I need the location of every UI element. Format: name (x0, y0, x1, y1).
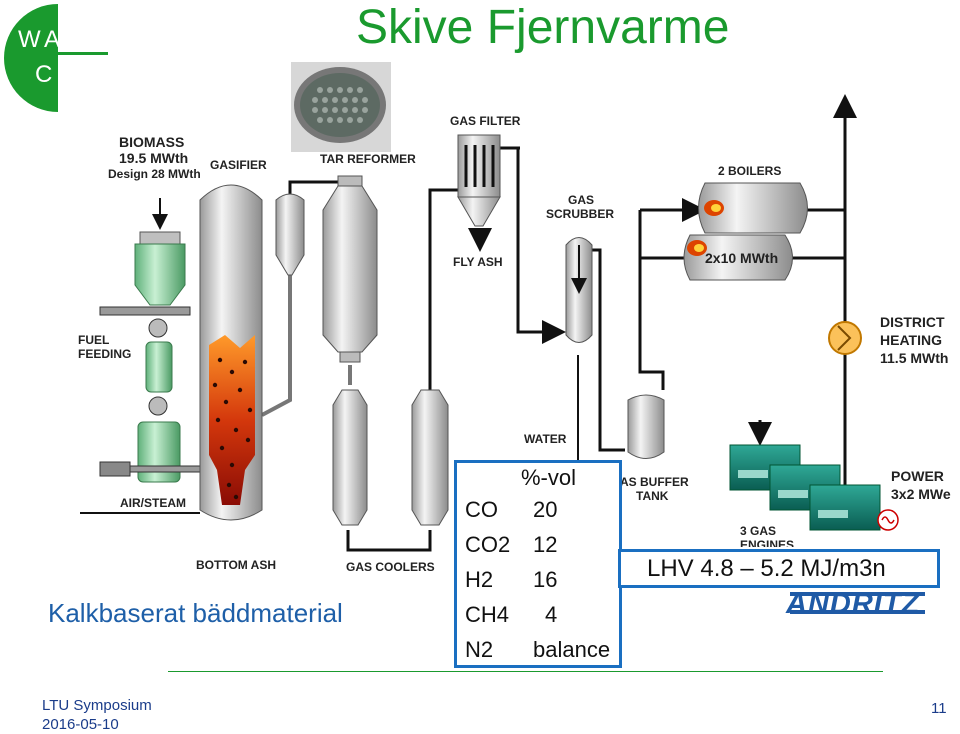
fuel-feeder (80, 231, 203, 514)
lhv-value: LHV 4.8 – 5.2 MJ/m3n (647, 555, 886, 582)
footer-date: 2016-05-10 (42, 716, 119, 733)
gas-name-h2: H2 (465, 567, 494, 592)
gas-value-co: 20 (533, 497, 558, 522)
gas-composition-box: %-vol CO 20 CO2 12 H2 16 CH4 4 N2 balanc… (454, 460, 622, 668)
label-power-capacity: 3x2 MWe (891, 486, 951, 502)
logo-letter-c: C (35, 61, 52, 88)
page-number: 11 (931, 700, 947, 717)
label-gasifier: GASIFIER (210, 158, 267, 172)
label-bottom-ash: BOTTOM ASH (196, 558, 276, 572)
label-district-power: 11.5 MWth (880, 350, 949, 366)
gas-name-ch4: CH4 (465, 602, 510, 627)
logo-letter-w: W (18, 26, 41, 53)
district-heat-exchanger (828, 321, 862, 355)
gas-value-co2: 12 (533, 532, 558, 557)
slide-subtitle: Kalkbaserat bäddmaterial (48, 598, 343, 628)
gas-name-co: CO (465, 497, 498, 522)
lhv-box: LHV 4.8 – 5.2 MJ/m3n (618, 549, 940, 588)
gas-filter (457, 134, 501, 227)
gas-scrubber (565, 237, 593, 343)
label-biomass-design: Design 28 MWth (108, 167, 201, 181)
label-fuel-feeding-1: FUEL (78, 333, 110, 347)
slide-title: Skive Fjernvarme (356, 1, 730, 54)
gas-value-h2: 16 (533, 567, 558, 592)
label-water: WATER (524, 432, 567, 446)
gas-engines (729, 444, 899, 531)
boiler-upper (698, 182, 808, 234)
gas-value-ch4: 4 (545, 602, 558, 627)
andritz-logo (790, 592, 925, 614)
label-district-2: HEATING (880, 332, 942, 348)
label-gas-scrubber-1: GAS (568, 193, 595, 207)
tar-reformer-vessel (322, 175, 378, 363)
buffer-tank (627, 394, 665, 459)
label-buffer-tank-1: AS BUFFER (620, 475, 689, 489)
footer-divider (168, 671, 883, 672)
tar-reformer-photo (291, 62, 391, 152)
footer-event: LTU Symposium (42, 697, 152, 714)
label-boilers: 2 BOILERS (718, 164, 782, 178)
gasifier-vessel (199, 184, 263, 521)
label-fuel-feeding-2: FEEDING (78, 347, 132, 361)
label-power: POWER (891, 468, 944, 484)
label-fly-ash: FLY ASH (453, 255, 503, 269)
label-tar-reformer: TAR REFORMER (320, 152, 416, 166)
label-gas-coolers: GAS COOLERS (346, 560, 435, 574)
label-gas-engines-1: 3 GAS (740, 524, 777, 538)
boiler-lower (683, 234, 793, 281)
gas-name-co2: CO2 (465, 532, 511, 557)
label-gas-engines-2: ENGINES (740, 538, 795, 547)
label-biomass-power: 19.5 MWth (119, 150, 189, 166)
label-gas-filter: GAS FILTER (450, 114, 521, 128)
logo-letter-a: A (44, 26, 60, 53)
andritz-wordmark: ANDRITZ (786, 588, 921, 620)
gas-value-n2: balance (533, 637, 611, 662)
gas-composition-header: %-vol (521, 465, 577, 490)
gas-cooler-2 (411, 389, 449, 526)
label-biomass: BIOMASS (119, 134, 185, 150)
cyclone (275, 193, 305, 276)
gas-name-n2: N2 (465, 637, 494, 662)
label-buffer-tank-2: TANK (636, 489, 669, 503)
label-air-steam: AIR/STEAM (120, 496, 186, 510)
label-gas-scrubber-2: SCRUBBER (546, 207, 615, 221)
wac-logo: W A C (4, 4, 108, 112)
gas-cooler-1 (332, 389, 368, 526)
label-district-1: DISTRICT (880, 314, 945, 330)
label-boiler-capacity: 2x10 MWth (705, 250, 779, 266)
